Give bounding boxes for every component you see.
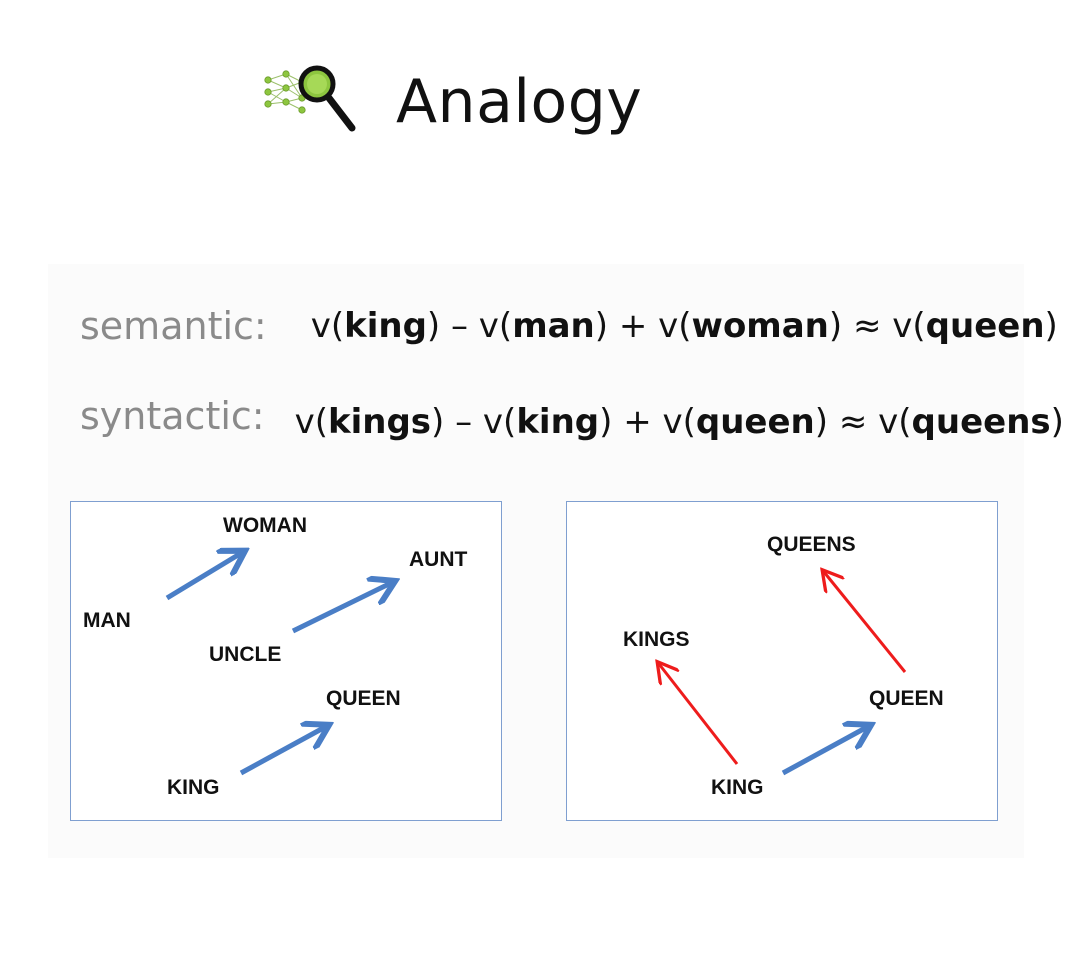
arrow-king-queen [239,726,327,776]
semantic-row: semantic: v(king) – v(man) + v(woman) ≈ … [80,304,1058,348]
eq-word: man [512,306,595,346]
header: Analogy [260,62,642,142]
page-title: Analogy [396,67,643,137]
semantic-equation: v(king) – v(man) + v(woman) ≈ v(queen) [311,306,1058,346]
eq-text: v( [310,306,345,346]
eq-word: queens [911,402,1051,442]
arrow-uncle-aunt [291,582,393,634]
word-queen-right: QUEEN [869,687,944,710]
arrow-king-kings [659,664,739,765]
eq-text: v( [294,402,328,442]
eq-text: ) [1050,402,1064,442]
syntactic-label: syntactic: [80,394,265,438]
word-king-right: KING [711,776,764,799]
eq-word: kings [328,402,432,442]
syntactic-row: syntactic: v(kings) – v(king) + v(queen)… [80,390,1064,442]
word-woman: WOMAN [223,514,307,537]
word-aunt: AUNT [409,548,467,571]
eq-text: ) + v( [599,402,696,442]
neural-network-magnifier-icon [264,65,356,132]
word-kings: KINGS [623,628,690,651]
word-queens: QUEENS [767,533,856,556]
arrow-queen-queens [824,572,907,673]
eq-word: woman [691,306,829,346]
eq-word: king [516,402,600,442]
eq-word: king [344,306,427,346]
semantic-diagram-canvas: WOMAN AUNT MAN UNCLE QUEEN KING [83,514,467,799]
semantic-label: semantic: [80,304,267,348]
word-queen: QUEEN [326,687,401,710]
eq-text: ) ≈ v( [814,402,912,442]
word-man: MAN [83,609,131,632]
arrow-man-woman [165,552,243,601]
eq-text: ) – v( [431,402,517,442]
eq-text: ) – v( [426,306,513,346]
eq-text: ) + v( [594,306,692,346]
syntactic-diagram: QUEENS KINGS QUEEN KING [566,501,998,821]
word-uncle: UNCLE [209,643,281,666]
eq-text: ) ≈ v( [828,306,926,346]
word-king: KING [167,776,220,799]
arrow-king-queen-right [781,726,869,776]
eq-text: ) [1044,306,1058,346]
syntactic-diagram-canvas: QUEENS KINGS QUEEN KING [623,533,944,799]
syntactic-equation: v(kings) – v(king) + v(queen) ≈ v(queens… [295,402,1064,442]
eq-word: queen [925,306,1045,346]
semantic-diagram: WOMAN AUNT MAN UNCLE QUEEN KING [70,501,502,821]
eq-word: queen [695,402,815,442]
